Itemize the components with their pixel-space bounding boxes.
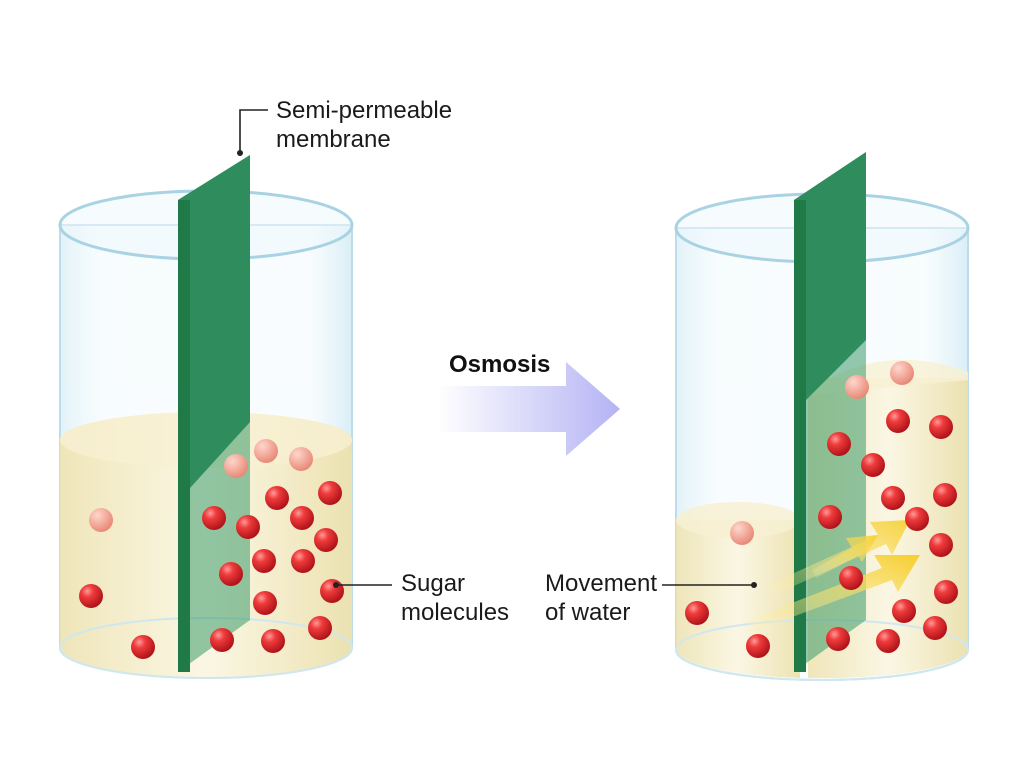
sugar-molecule: [210, 628, 234, 652]
sugar-molecule: [818, 505, 842, 529]
sugar-molecule: [929, 533, 953, 557]
sugar-label-line1: Sugar: [401, 570, 466, 597]
leader-lines: [237, 109, 757, 588]
water-movement-arrows: [748, 520, 920, 632]
sugar-molecule: [933, 483, 957, 507]
sugar-molecule: [261, 629, 285, 653]
right-sugar-molecules: [685, 361, 958, 658]
sugar-molecule: [905, 507, 929, 531]
sugar-molecule: [730, 521, 754, 545]
sugar-molecule: [236, 515, 260, 539]
sugar-molecule: [318, 481, 342, 505]
sugar-molecule: [314, 528, 338, 552]
sugar-molecule: [320, 579, 344, 603]
left-sugar-molecules: [79, 439, 344, 659]
sugar-molecule: [876, 629, 900, 653]
osmosis-arrow: [438, 362, 620, 456]
sugar-molecule: [79, 584, 103, 608]
sugar-label-line2: molecules: [401, 599, 510, 626]
sugar-molecule: [290, 506, 314, 530]
osmosis-title: Osmosis: [449, 351, 551, 378]
sugar-molecule: [929, 415, 953, 439]
sugar-molecule: [131, 635, 155, 659]
membrane-leader-line: [239, 109, 268, 153]
sugar-molecule: [934, 580, 958, 604]
left-membrane: [178, 155, 250, 672]
sugar-molecule: [923, 616, 947, 640]
sugar-molecule: [289, 447, 313, 471]
sugar-molecule: [685, 601, 709, 625]
sugar-molecule: [746, 634, 770, 658]
sugar-molecule: [202, 506, 226, 530]
sugar-molecule: [89, 508, 113, 532]
sugar-molecule: [881, 486, 905, 510]
right-membrane: [794, 152, 866, 672]
sugar-molecule: [253, 591, 277, 615]
sugar-molecule: [861, 453, 885, 477]
sugar-molecule: [827, 432, 851, 456]
water-label-line1: Movement: [545, 570, 658, 597]
sugar-molecule: [252, 549, 276, 573]
membrane-label-line2: membrane: [276, 126, 391, 153]
sugar-molecule: [224, 454, 248, 478]
sugar-molecule: [308, 616, 332, 640]
sugar-molecule: [886, 409, 910, 433]
sugar-molecule: [265, 486, 289, 510]
sugar-molecule: [291, 549, 315, 573]
membrane-label-line1: Semi-permeable: [276, 97, 453, 124]
sugar-molecule: [826, 627, 850, 651]
sugar-molecule: [845, 375, 869, 399]
sugar-molecule: [839, 566, 863, 590]
water-label-line2: of water: [545, 599, 631, 626]
sugar-molecule: [892, 599, 916, 623]
sugar-molecule: [219, 562, 243, 586]
sugar-molecule: [890, 361, 914, 385]
sugar-molecule: [254, 439, 278, 463]
